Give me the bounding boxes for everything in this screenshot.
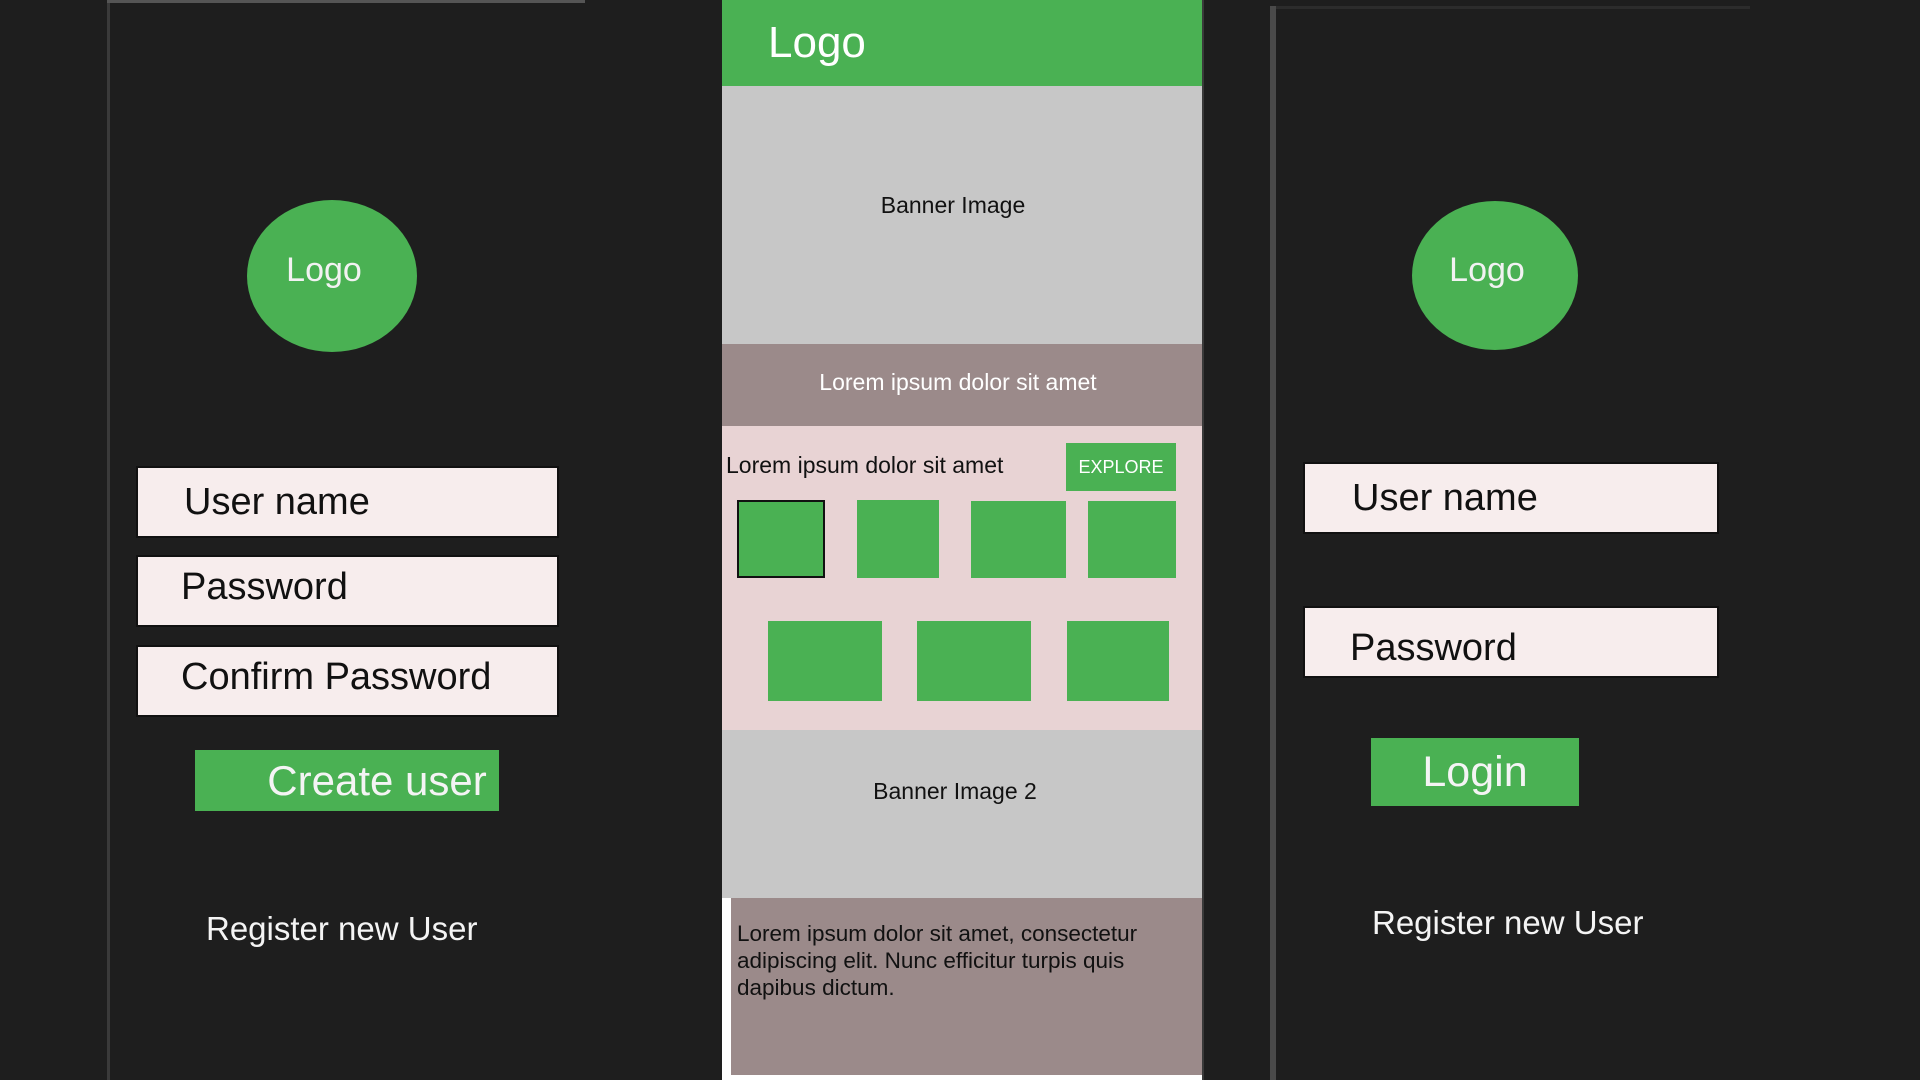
product-tile[interactable] — [857, 500, 939, 578]
explore-button[interactable]: EXPLORE — [1066, 443, 1176, 491]
product-tile[interactable] — [917, 621, 1031, 701]
create-user-button[interactable]: Create user — [195, 750, 499, 811]
logo-label: Logo — [1449, 251, 1525, 289]
banner-image-label: Banner Image — [880, 191, 1026, 218]
username-field[interactable]: User name — [136, 466, 559, 538]
logo-circle: Logo — [247, 200, 417, 352]
panel-border — [1202, 0, 1204, 1080]
password-placeholder: Password — [1350, 626, 1517, 669]
username-placeholder: User name — [1352, 476, 1538, 519]
login-button-label: Login — [1422, 747, 1528, 796]
password-field[interactable]: Password — [1303, 606, 1719, 678]
logo-circle: Logo — [1412, 201, 1578, 350]
banner-image-2-label: Banner Image 2 — [873, 777, 1037, 804]
product-tile[interactable] — [737, 500, 825, 578]
product-tile[interactable] — [1088, 501, 1176, 578]
password-field[interactable]: Password — [136, 555, 559, 627]
panel-border — [107, 0, 585, 3]
panel-border — [1270, 6, 1276, 1080]
section-heading: Lorem ipsum dolor sit amet — [726, 452, 1004, 478]
explore-button-label: EXPLORE — [1078, 456, 1164, 477]
register-screen: Logo User name Password Confirm Password… — [107, 0, 590, 1080]
logo-label: Logo — [286, 250, 362, 289]
panel-border — [107, 0, 110, 1080]
panel-border — [1276, 6, 1750, 9]
confirm-password-field[interactable]: Confirm Password — [136, 645, 559, 717]
product-tile[interactable] — [971, 501, 1066, 578]
banner-image[interactable]: Banner Image — [722, 86, 1204, 344]
login-screen: Logo User name Password Login Register n… — [1270, 6, 1750, 1080]
password-placeholder: Password — [181, 565, 348, 608]
banner-image-2[interactable]: Banner Image 2 — [722, 730, 1204, 898]
username-field[interactable]: User name — [1303, 462, 1719, 534]
username-placeholder: User name — [184, 480, 370, 523]
login-button[interactable]: Login — [1371, 738, 1579, 806]
register-new-user-link[interactable]: Register new User — [206, 910, 478, 947]
footer-text: Lorem ipsum dolor sit amet, consectetur … — [737, 921, 1138, 1000]
promo-strip: Lorem ipsum dolor sit amet — [722, 344, 1204, 426]
register-new-user-link[interactable]: Register new User — [1372, 904, 1644, 941]
app-header: Logo — [722, 0, 1204, 86]
explore-section: Lorem ipsum dolor sit amet EXPLORE — [722, 426, 1204, 730]
product-tile[interactable] — [768, 621, 882, 701]
header-logo[interactable]: Logo — [768, 18, 866, 67]
product-tile[interactable] — [1067, 621, 1169, 701]
create-user-label: Create user — [267, 756, 487, 804]
home-screen: Logo Banner Image Lorem ipsum dolor sit … — [722, 0, 1204, 1080]
confirm-password-placeholder: Confirm Password — [181, 655, 492, 698]
promo-text: Lorem ipsum dolor sit amet — [819, 368, 1097, 395]
footer-text-block: Lorem ipsum dolor sit amet, consectetur … — [731, 898, 1204, 1075]
